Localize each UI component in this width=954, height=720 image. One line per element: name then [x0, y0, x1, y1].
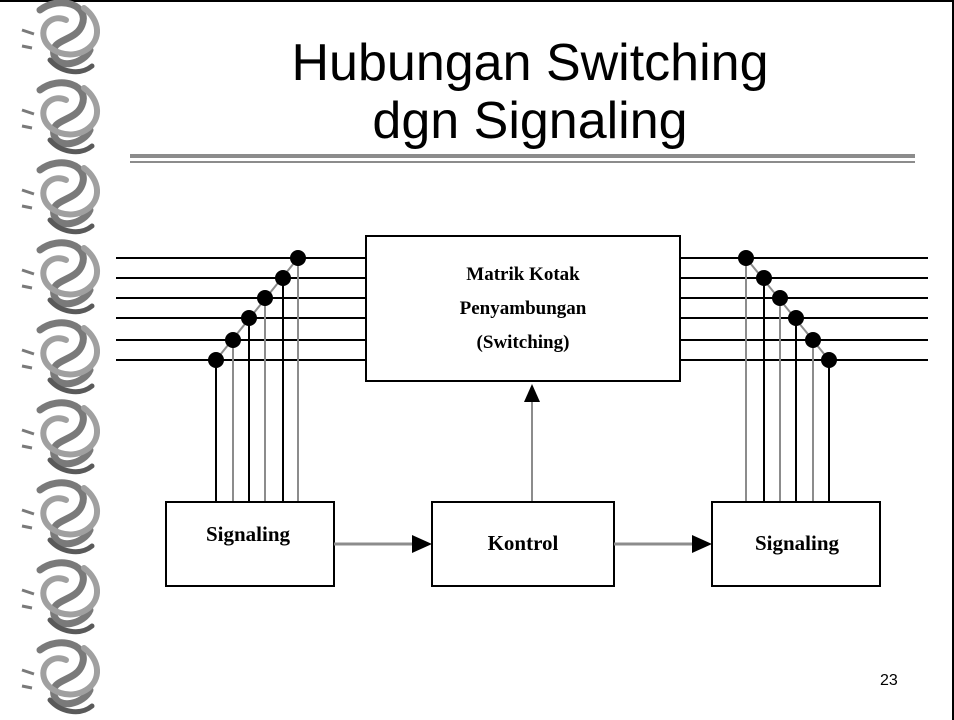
right-signaling-taps: [745, 258, 830, 502]
signaling-left-box: [165, 501, 335, 587]
junction-dot-icon: [225, 332, 241, 348]
junction-dot-icon: [805, 332, 821, 348]
page-number: 23: [880, 672, 898, 689]
junction-dot-icon: [275, 270, 291, 286]
left-junction-dots: [208, 250, 306, 368]
junction-dot-icon: [241, 310, 257, 326]
matrix-label-line-3: (Switching): [477, 332, 570, 353]
control-box: [431, 501, 615, 587]
junction-dot-icon: [257, 290, 273, 306]
signaling-right-label: Signaling: [755, 531, 840, 555]
switching-matrix-box: [365, 235, 681, 382]
arrow-head-icon: [412, 535, 432, 553]
left-trunk-lines: [116, 257, 366, 361]
junction-dot-icon: [208, 352, 224, 368]
junction-dot-icon: [738, 250, 754, 266]
matrix-label-line-1: Matrik Kotak: [466, 264, 580, 285]
title-line-1: Hubungan Switching: [291, 34, 769, 92]
junction-dot-icon: [756, 270, 772, 286]
control-label: Kontrol: [488, 531, 559, 555]
title-underline: [130, 154, 915, 163]
right-trunk-lines: [680, 257, 928, 361]
arrow-head-icon: [692, 535, 712, 553]
matrix-label-line-2: Penyambungan: [460, 298, 587, 319]
right-junction-dots: [738, 250, 837, 368]
junction-dot-icon: [788, 310, 804, 326]
left-signaling-taps: [215, 258, 299, 502]
junction-dot-icon: [290, 250, 306, 266]
junction-dot-icon: [772, 290, 788, 306]
signaling-left-label: Signaling: [206, 522, 291, 546]
signaling-right-box: [711, 501, 881, 587]
arrow-head-icon: [524, 384, 540, 402]
title-line-2: dgn Signaling: [372, 92, 688, 150]
junction-dot-icon: [821, 352, 837, 368]
page-title: Hubungan Switching dgn Signaling: [140, 34, 920, 150]
